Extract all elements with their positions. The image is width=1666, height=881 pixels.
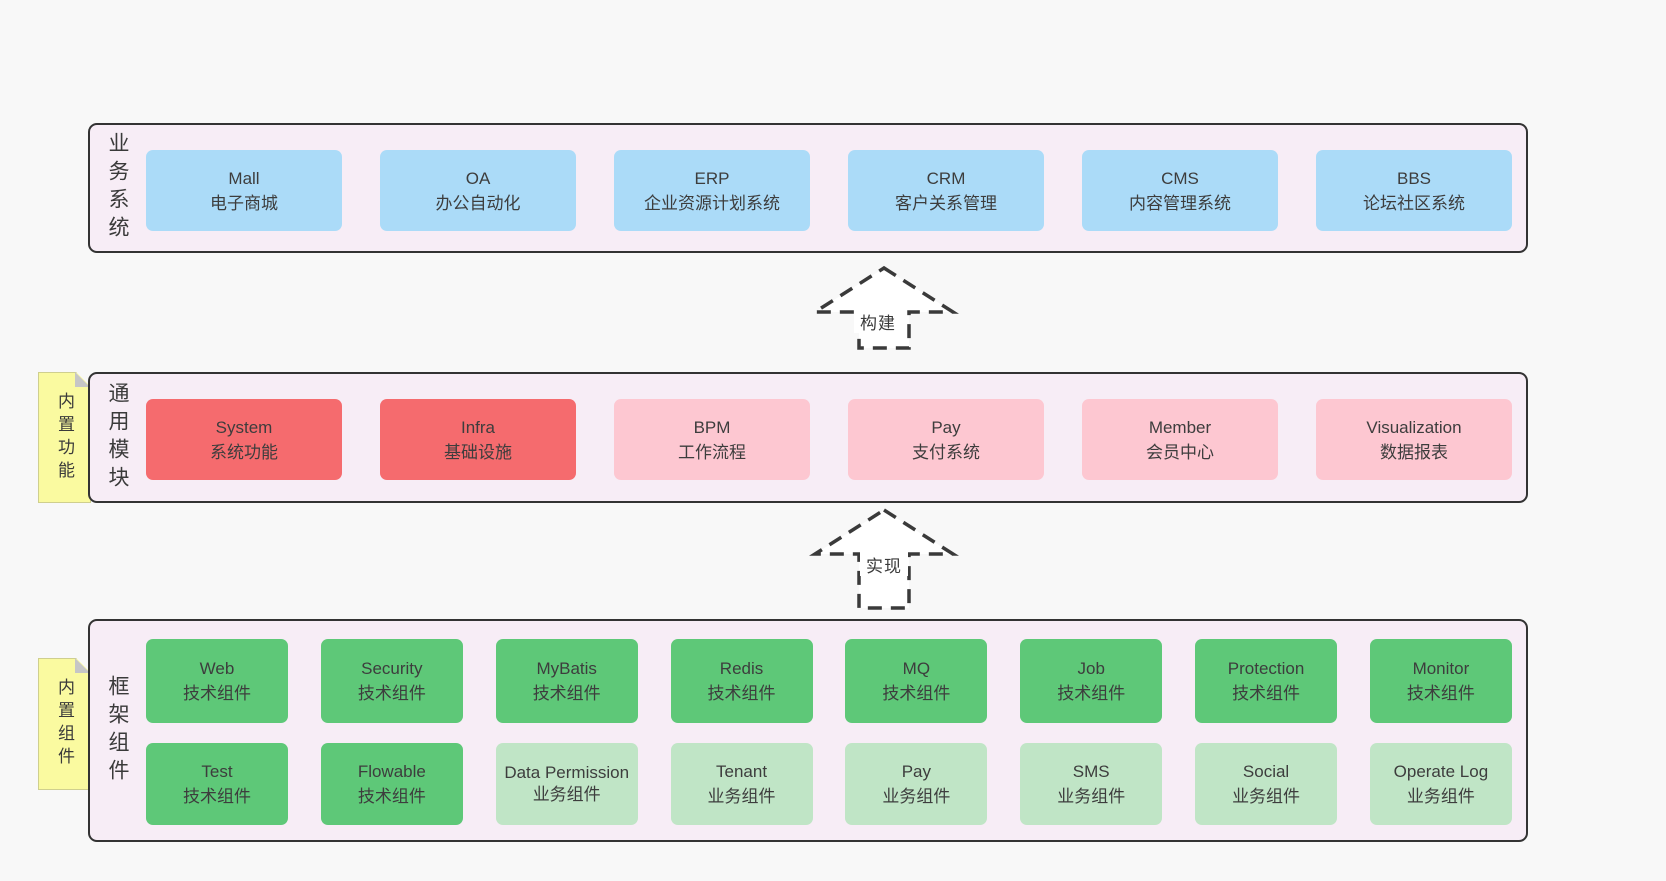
box-mall: Mall 电子商城 bbox=[146, 150, 342, 231]
box-title: Flowable bbox=[357, 762, 426, 781]
box-title: Tenant bbox=[716, 762, 768, 781]
box-operate-log: Operate Log 业务组件 bbox=[1369, 743, 1512, 825]
box-crm: CRM 客户关系管理 bbox=[848, 150, 1044, 231]
box-subtitle: 业务组件 bbox=[1057, 787, 1126, 806]
box-subtitle: 业务组件 bbox=[1406, 787, 1475, 806]
framework-components-row2: Test 技术组件 Flowable 技术组件 Data Permission … bbox=[146, 743, 1512, 825]
box-redis: Redis 技术组件 bbox=[670, 639, 813, 723]
box-subtitle: 系统功能 bbox=[210, 442, 278, 462]
box-subtitle: 办公自动化 bbox=[435, 193, 521, 213]
box-subtitle: 业务组件 bbox=[532, 785, 601, 804]
box-title: Pay bbox=[931, 417, 961, 437]
box-social: Social 业务组件 bbox=[1195, 743, 1338, 825]
box-subtitle: 企业资源计划系统 bbox=[644, 193, 780, 213]
box-protection: Protection 技术组件 bbox=[1195, 639, 1338, 723]
box-title: SMS bbox=[1072, 762, 1110, 781]
box-subtitle: 技术组件 bbox=[183, 684, 251, 703]
business-systems-label: 业务系统 bbox=[106, 132, 129, 244]
box-subtitle: 技术组件 bbox=[882, 684, 951, 703]
box-title: Redis bbox=[719, 659, 764, 678]
box-title: Visualization bbox=[1366, 417, 1462, 437]
common-modules-band: 通用模块 System 系统功能 Infra 基础设施 BPM 工作流程 Pay… bbox=[88, 372, 1528, 503]
box-title: Data Permission bbox=[504, 763, 630, 782]
box-title: Social bbox=[1242, 762, 1290, 781]
implement-arrow-label: 实现 bbox=[860, 552, 908, 576]
box-title: Operate Log bbox=[1393, 762, 1489, 781]
framework-components-label: 框架组件 bbox=[106, 674, 129, 787]
box-subtitle: 业务组件 bbox=[707, 787, 776, 806]
box-title: CMS bbox=[1161, 168, 1199, 188]
box-title: OA bbox=[465, 168, 491, 188]
box-title: MQ bbox=[902, 659, 931, 678]
box-pay-system: Pay 支付系统 bbox=[848, 399, 1044, 480]
box-subtitle: 内容管理系统 bbox=[1129, 193, 1231, 213]
box-title: Security bbox=[361, 659, 423, 678]
box-cms: CMS 内容管理系统 bbox=[1082, 150, 1278, 231]
box-subtitle: 技术组件 bbox=[183, 787, 251, 806]
box-member: Member 会员中心 bbox=[1082, 399, 1278, 480]
box-subtitle: 技术组件 bbox=[357, 787, 426, 806]
box-visualization: Visualization 数据报表 bbox=[1316, 399, 1512, 480]
build-arrow-label: 构建 bbox=[854, 309, 902, 333]
box-subtitle: 基础设施 bbox=[444, 442, 512, 462]
box-title: Mall bbox=[228, 168, 260, 188]
box-title: Member bbox=[1148, 417, 1212, 437]
business-systems-band: 业务系统 Mall 电子商城 OA 办公自动化 ERP 企业资源计划系统 CRM… bbox=[88, 123, 1528, 253]
box-infra: Infra 基础设施 bbox=[380, 399, 576, 480]
box-subtitle: 业务组件 bbox=[882, 787, 951, 806]
box-title: MyBatis bbox=[536, 659, 597, 678]
box-flowable: Flowable 技术组件 bbox=[320, 743, 463, 825]
box-system: System 系统功能 bbox=[146, 399, 342, 480]
box-subtitle: 电子商城 bbox=[210, 193, 278, 213]
box-title: Monitor bbox=[1412, 659, 1470, 678]
box-title: Pay bbox=[901, 762, 932, 781]
box-mq: MQ 技术组件 bbox=[845, 639, 988, 723]
built-in-features-note: 内置功能 bbox=[38, 372, 91, 503]
box-monitor: Monitor 技术组件 bbox=[1369, 639, 1512, 723]
box-title: CRM bbox=[926, 168, 966, 188]
box-title: BBS bbox=[1396, 168, 1432, 188]
box-sms: SMS 业务组件 bbox=[1020, 743, 1163, 825]
box-subtitle: 技术组件 bbox=[357, 684, 426, 703]
box-title: Web bbox=[199, 659, 235, 678]
box-erp: ERP 企业资源计划系统 bbox=[614, 150, 810, 231]
box-tenant: Tenant 业务组件 bbox=[670, 743, 813, 825]
box-job: Job 技术组件 bbox=[1020, 639, 1163, 723]
box-pay-component: Pay 业务组件 bbox=[845, 743, 988, 825]
box-oa: OA 办公自动化 bbox=[380, 150, 576, 231]
framework-components-row1: Web 技术组件 Security 技术组件 MyBatis 技术组件 Redi… bbox=[146, 639, 1512, 723]
box-subtitle: 技术组件 bbox=[707, 684, 776, 703]
box-title: BPM bbox=[693, 417, 731, 437]
box-subtitle: 业务组件 bbox=[1232, 787, 1301, 806]
box-security: Security 技术组件 bbox=[320, 639, 463, 723]
business-systems-row: Mall 电子商城 OA 办公自动化 ERP 企业资源计划系统 CRM 客户关系… bbox=[146, 150, 1512, 231]
box-subtitle: 技术组件 bbox=[1232, 684, 1301, 703]
box-subtitle: 客户关系管理 bbox=[895, 193, 997, 213]
common-modules-row: System 系统功能 Infra 基础设施 BPM 工作流程 Pay 支付系统… bbox=[146, 399, 1512, 480]
built-in-components-note: 内置组件 bbox=[38, 658, 91, 790]
box-subtitle: 论坛社区系统 bbox=[1363, 193, 1465, 213]
box-bpm: BPM 工作流程 bbox=[614, 399, 810, 480]
box-subtitle: 会员中心 bbox=[1146, 442, 1214, 462]
box-title: System bbox=[215, 417, 273, 437]
box-bbs: BBS 论坛社区系统 bbox=[1316, 150, 1512, 231]
box-subtitle: 技术组件 bbox=[532, 684, 601, 703]
box-subtitle: 工作流程 bbox=[678, 442, 746, 462]
box-title: Protection bbox=[1227, 659, 1305, 678]
box-mybatis: MyBatis 技术组件 bbox=[495, 639, 638, 723]
box-subtitle: 技术组件 bbox=[1057, 684, 1126, 703]
box-data-permission: Data Permission 业务组件 bbox=[495, 743, 638, 825]
box-web: Web 技术组件 bbox=[146, 639, 288, 723]
box-title: Test bbox=[201, 762, 233, 781]
box-title: Job bbox=[1077, 659, 1105, 678]
box-subtitle: 支付系统 bbox=[912, 442, 980, 462]
framework-components-band: 框架组件 Web 技术组件 Security 技术组件 MyBatis 技术组件… bbox=[88, 619, 1528, 842]
build-arrow-icon bbox=[809, 265, 959, 350]
box-subtitle: 技术组件 bbox=[1406, 684, 1475, 703]
common-modules-label: 通用模块 bbox=[106, 381, 129, 494]
box-test: Test 技术组件 bbox=[146, 743, 288, 825]
box-subtitle: 数据报表 bbox=[1380, 442, 1448, 462]
box-title: ERP bbox=[694, 168, 730, 188]
box-title: Infra bbox=[460, 417, 496, 437]
